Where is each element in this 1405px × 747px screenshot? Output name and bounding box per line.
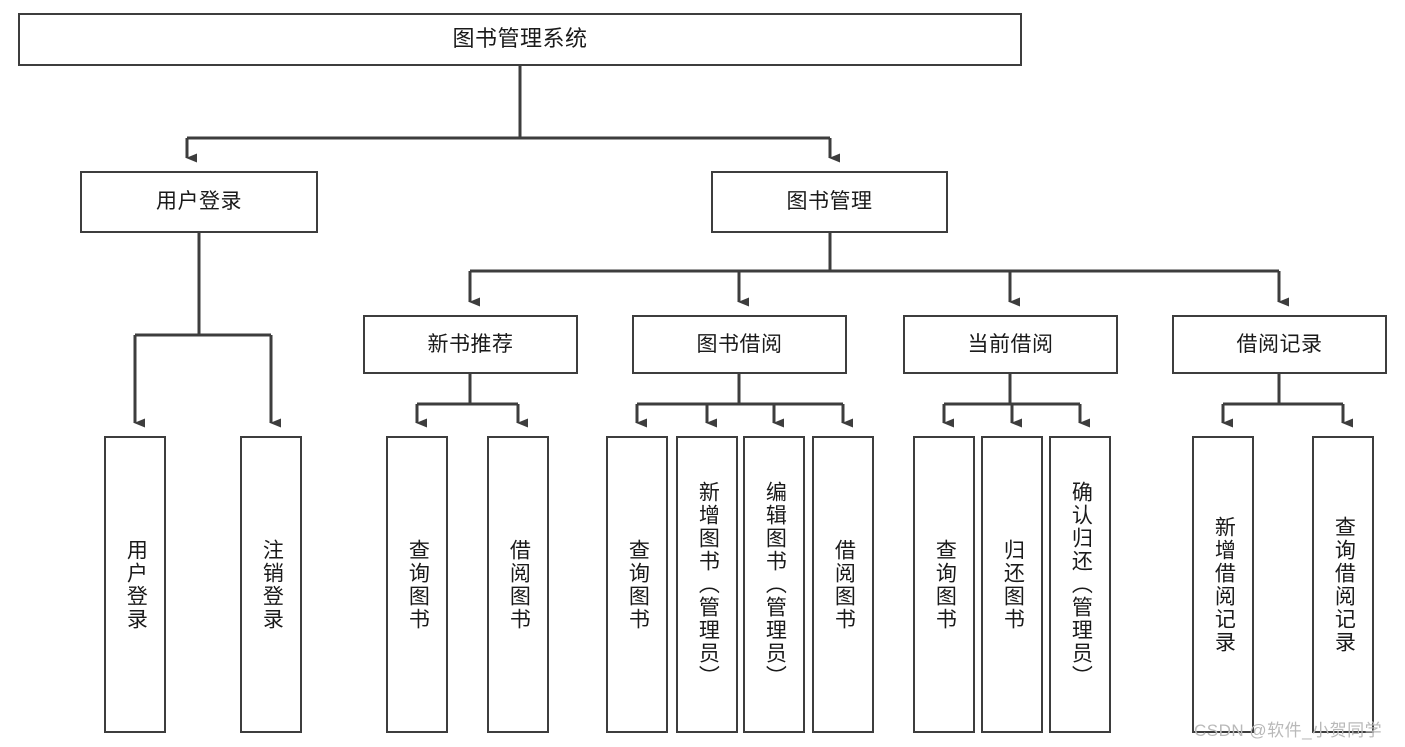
node-leaf-user-login-label: 用户登录 <box>124 538 148 631</box>
node-root-label: 图书管理系统 <box>452 26 588 52</box>
node-leaf-edit-book[interactable]: 编辑图书（管理员） <box>743 436 805 733</box>
node-leaf-add-book[interactable]: 新增图书（管理员） <box>676 436 738 733</box>
node-user-login-label: 用户登录 <box>156 190 242 214</box>
node-leaf-edit-book-label: 编辑图书（管理员） <box>763 481 787 688</box>
node-current-borrow[interactable]: 当前借阅 <box>903 315 1118 374</box>
node-leaf-query-book-recommend-label: 查询图书 <box>406 538 430 631</box>
node-leaf-return-book[interactable]: 归还图书 <box>981 436 1043 733</box>
node-leaf-query-book-current-label: 查询图书 <box>933 538 957 631</box>
node-leaf-borrow-book-recommend-label: 借阅图书 <box>507 538 531 631</box>
node-user-login[interactable]: 用户登录 <box>80 171 318 233</box>
node-borrow-record-label: 借阅记录 <box>1236 332 1323 356</box>
node-leaf-borrow-book-label: 借阅图书 <box>832 538 856 631</box>
node-leaf-add-book-label: 新增图书（管理员） <box>696 481 720 688</box>
node-leaf-query-book-borrow-label: 查询图书 <box>626 538 650 631</box>
node-book-borrow-label: 图书借阅 <box>696 332 783 356</box>
csdn-watermark: CSDN @软件_小贺同学 <box>1194 721 1383 740</box>
node-leaf-logout[interactable]: 注销登录 <box>240 436 302 733</box>
node-leaf-query-record[interactable]: 查询借阅记录 <box>1312 436 1374 733</box>
node-leaf-borrow-book-recommend[interactable]: 借阅图书 <box>487 436 549 733</box>
node-leaf-borrow-book[interactable]: 借阅图书 <box>812 436 874 733</box>
node-current-borrow-label: 当前借阅 <box>967 332 1054 356</box>
node-root[interactable]: 图书管理系统 <box>18 13 1022 66</box>
node-leaf-query-book-current[interactable]: 查询图书 <box>913 436 975 733</box>
node-leaf-query-book-recommend[interactable]: 查询图书 <box>386 436 448 733</box>
node-leaf-return-book-label: 归还图书 <box>1001 538 1025 631</box>
node-book-management[interactable]: 图书管理 <box>711 171 948 233</box>
node-leaf-add-record-label: 新增借阅记录 <box>1212 515 1236 654</box>
node-leaf-add-record[interactable]: 新增借阅记录 <box>1192 436 1254 733</box>
node-leaf-confirm-return-label: 确认归还（管理员） <box>1069 481 1093 688</box>
node-borrow-record[interactable]: 借阅记录 <box>1172 315 1387 374</box>
node-leaf-logout-label: 注销登录 <box>260 538 284 631</box>
node-book-management-label: 图书管理 <box>786 190 873 214</box>
node-leaf-query-record-label: 查询借阅记录 <box>1332 515 1356 654</box>
node-leaf-query-book-borrow[interactable]: 查询图书 <box>606 436 668 733</box>
node-book-borrow[interactable]: 图书借阅 <box>632 315 847 374</box>
node-new-book-recommend[interactable]: 新书推荐 <box>363 315 578 374</box>
node-leaf-confirm-return[interactable]: 确认归还（管理员） <box>1049 436 1111 733</box>
node-leaf-user-login[interactable]: 用户登录 <box>104 436 166 733</box>
node-new-book-recommend-label: 新书推荐 <box>427 332 514 356</box>
